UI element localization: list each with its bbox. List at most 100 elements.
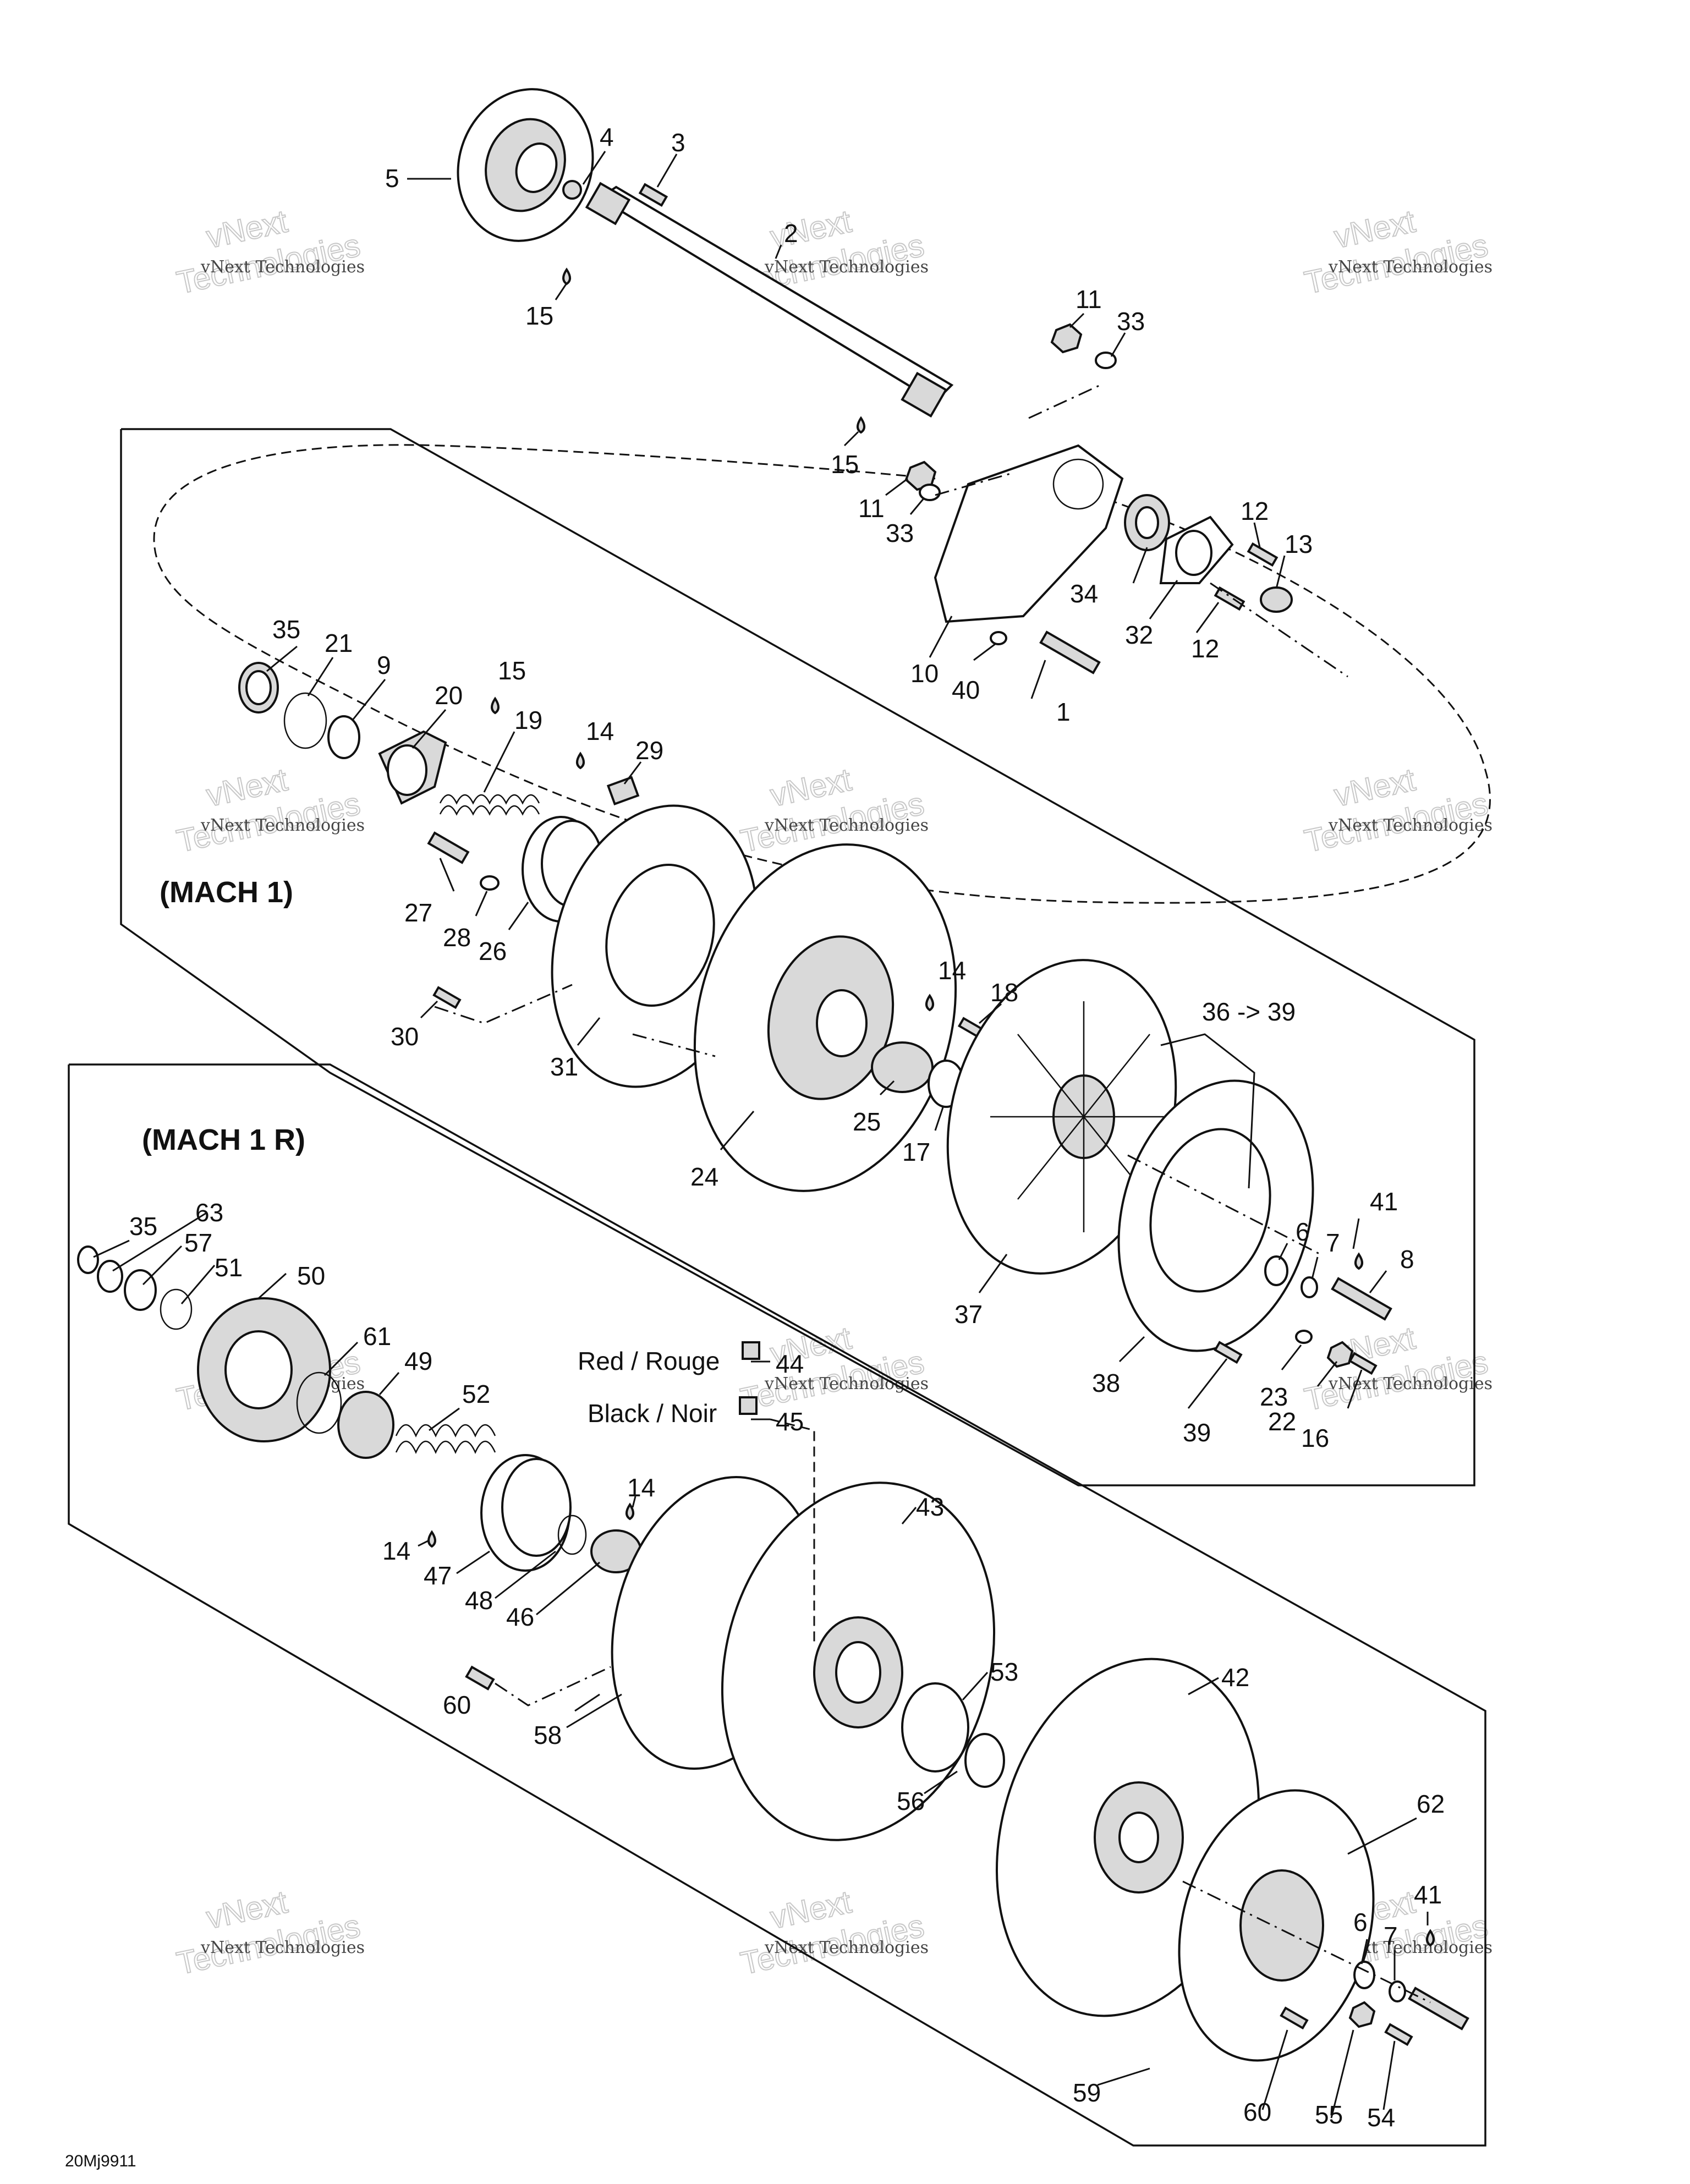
callout: 11 xyxy=(1076,285,1102,314)
callout: 33 xyxy=(886,519,914,547)
callout: 52 xyxy=(462,1380,490,1408)
callout: 44 xyxy=(776,1349,804,1378)
callout: 36 -> 39 xyxy=(1202,997,1296,1026)
callout: 29 xyxy=(635,736,663,765)
callout: 55 xyxy=(1315,2100,1343,2129)
watermark-small-text: vNext Technologies xyxy=(1328,816,1493,835)
callout: 4 xyxy=(600,123,614,151)
callout: 25 xyxy=(853,1107,881,1136)
callout: 9 xyxy=(377,651,391,679)
callout: 12 xyxy=(1241,497,1269,525)
callout: 31 xyxy=(550,1052,578,1081)
callout: 48 xyxy=(465,1586,493,1615)
callout: 22 xyxy=(1268,1407,1296,1436)
callout: 57 xyxy=(184,1228,212,1257)
callout: 35 xyxy=(129,1212,157,1241)
callout: 28 xyxy=(443,923,471,952)
belt-outline xyxy=(153,444,1491,904)
watermark-small-text: vNext Technologies xyxy=(764,1938,929,1957)
callout: 47 xyxy=(424,1561,452,1590)
callout: 13 xyxy=(1285,530,1313,558)
callout: 41 xyxy=(1370,1187,1398,1216)
mach1-title: (MACH 1) xyxy=(160,876,293,909)
mach1-assembly xyxy=(238,662,1392,1375)
callouts-mach1r: 6 7 14 14 35 41 42 43 44 45 46 47 48 49 … xyxy=(129,1198,1445,2132)
callout: 27 xyxy=(404,898,432,927)
legend-black-label: Black / Noir xyxy=(588,1399,717,1428)
drawing-code: 20Mj9911 xyxy=(65,2152,136,2170)
callout: 6 xyxy=(1296,1217,1310,1246)
callouts-mach1: 6 7 8 9 14 14 15 16 17 18 19 20 21 22 23… xyxy=(272,615,1414,1452)
watermark-small-text: vNext Technologies xyxy=(200,816,365,835)
callout: 51 xyxy=(215,1253,243,1282)
callout: 19 xyxy=(514,706,542,734)
callout: 35 xyxy=(272,615,300,644)
callout: 61 xyxy=(363,1322,391,1351)
callout: 6 xyxy=(1353,1908,1368,1936)
callout: 17 xyxy=(902,1138,930,1166)
callout: 15 xyxy=(831,450,859,479)
callout: 59 xyxy=(1073,2078,1101,2107)
mach1r-assembly xyxy=(77,1245,1469,2062)
callout: 5 xyxy=(385,164,399,193)
mach1r-title: (MACH 1 R) xyxy=(142,1123,305,1156)
callout: 1 xyxy=(1056,698,1071,726)
callout: 14 xyxy=(586,717,614,745)
callout: 62 xyxy=(1417,1790,1445,1818)
callout: 16 xyxy=(1301,1424,1329,1452)
callout: 7 xyxy=(1384,1922,1398,1950)
callout: 7 xyxy=(1326,1228,1340,1257)
callout: 46 xyxy=(506,1603,534,1631)
callout: 14 xyxy=(382,1537,410,1565)
mach1-frame xyxy=(120,428,1475,1486)
callout: 37 xyxy=(954,1300,983,1329)
watermark-small-text: vNext Technologies xyxy=(1328,1374,1493,1393)
callout: 15 xyxy=(498,656,526,685)
callout: 45 xyxy=(776,1407,804,1436)
callout: 32 xyxy=(1125,621,1153,649)
callout: 23 xyxy=(1260,1382,1288,1411)
callout: 56 xyxy=(897,1787,925,1815)
callout: 60 xyxy=(443,1691,471,1719)
callout: 63 xyxy=(195,1198,223,1227)
callout: 12 xyxy=(1191,634,1219,663)
watermark-small-text: vNext Technologies xyxy=(764,257,929,277)
leader-lines xyxy=(93,151,1429,2119)
callout: 50 xyxy=(297,1261,325,1290)
watermark-small-text: vNext Technologies xyxy=(1328,257,1493,277)
top-assembly xyxy=(457,88,1348,678)
callout: 21 xyxy=(325,629,353,657)
watermark-small-text: vNext Technologies xyxy=(200,257,365,277)
callout: 2 xyxy=(784,219,798,248)
callout: 33 xyxy=(1117,307,1145,336)
callout: 43 xyxy=(916,1492,944,1521)
callout: 30 xyxy=(391,1022,419,1051)
callout: 34 xyxy=(1070,579,1098,608)
callout: 3 xyxy=(671,128,685,157)
mach1r-frame xyxy=(68,1063,1486,2147)
callout: 18 xyxy=(990,978,1018,1007)
callout: 58 xyxy=(534,1721,562,1749)
callout: 49 xyxy=(404,1347,432,1375)
callout: 60 xyxy=(1243,2098,1271,2126)
callout: 11 xyxy=(858,494,885,523)
callout: 42 xyxy=(1221,1663,1249,1692)
callout: 54 xyxy=(1367,2103,1395,2132)
callouts-top: 1 2 3 4 5 10 11 11 12 12 13 15 15 32 33 … xyxy=(385,123,1313,726)
callout: 41 xyxy=(1414,1880,1442,1909)
callout: 38 xyxy=(1092,1369,1120,1397)
callout: 26 xyxy=(479,937,507,965)
callout: 10 xyxy=(910,659,939,688)
legend-red-label: Red / Rouge xyxy=(578,1347,720,1375)
watermark-small-text: vNext Technologies xyxy=(200,1938,365,1957)
callout: 15 xyxy=(525,301,553,330)
callout: 39 xyxy=(1183,1418,1211,1447)
callout: 24 xyxy=(690,1162,718,1191)
callout: 40 xyxy=(952,676,980,704)
